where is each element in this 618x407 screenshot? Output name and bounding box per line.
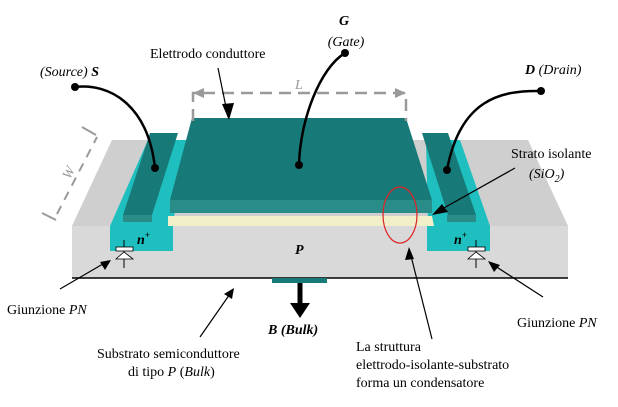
drain-wire: [445, 89, 542, 171]
gate-electrode-top: [170, 118, 432, 200]
length-dimension: [191, 91, 408, 121]
junction-right-label: Giunzione PN: [517, 316, 597, 331]
capacitor-label-line1: La struttura: [356, 340, 422, 355]
source-label: (Source) S: [40, 65, 99, 80]
source-wire: [74, 85, 157, 169]
p-region-label: P: [295, 243, 304, 258]
bulk-label: B (Bulk): [267, 323, 318, 338]
insulator-label-line1: Strato isolante: [511, 147, 592, 162]
bulk-arrow-head: [290, 303, 310, 318]
drain-contact-dot: [443, 166, 451, 174]
length-arrow-right: [395, 88, 406, 98]
bulk-contact: [272, 278, 327, 283]
gate-terminal-dot: [341, 49, 349, 57]
source-contact: [123, 133, 178, 215]
insulator-label-line2: (SiO2): [529, 167, 565, 185]
width-dimension: [56, 136, 98, 215]
pointer-arrows: [59, 67, 544, 340]
source-contact-front: [123, 215, 152, 222]
capacitor-highlight: [382, 186, 418, 244]
diode-left-icon: [114, 240, 135, 268]
length-label: L: [294, 78, 303, 93]
junction-left-label: Giunzione PN: [7, 303, 87, 318]
width-tick-top: [81, 126, 97, 136]
drain-contact-front: [447, 215, 476, 222]
gate-letter: G: [339, 14, 349, 29]
drain-contact: [422, 133, 476, 215]
capacitor-label-line3: forma un condensatore: [356, 376, 484, 391]
gate-contact-dot: [295, 161, 303, 169]
n-plus-left-label: n+: [137, 230, 150, 248]
width-label: W: [60, 163, 79, 181]
gate-wire: [297, 51, 346, 166]
gate-electrode-front: [170, 200, 432, 213]
length-arrow-left: [193, 88, 204, 98]
gate-name: (Gate): [328, 35, 365, 50]
source-terminal-dot: [71, 83, 79, 91]
electrode-label: Elettrodo conduttore: [150, 47, 265, 62]
capacitor-label-line2: elettrodo-isolante-substrato: [356, 358, 509, 373]
n-plus-right-label: n+: [454, 230, 467, 248]
substrate-label-line1: Substrato semiconduttore: [97, 347, 240, 362]
diode-right-icon: [466, 240, 487, 268]
drain-label: D (Drain): [524, 63, 582, 78]
substrate-label-line2: di tipo P (Bulk): [128, 365, 215, 380]
width-tick-bottom: [41, 212, 57, 221]
source-contact-dot: [151, 164, 159, 172]
oxide-layer: [168, 216, 434, 226]
drain-terminal-dot: [537, 87, 545, 95]
